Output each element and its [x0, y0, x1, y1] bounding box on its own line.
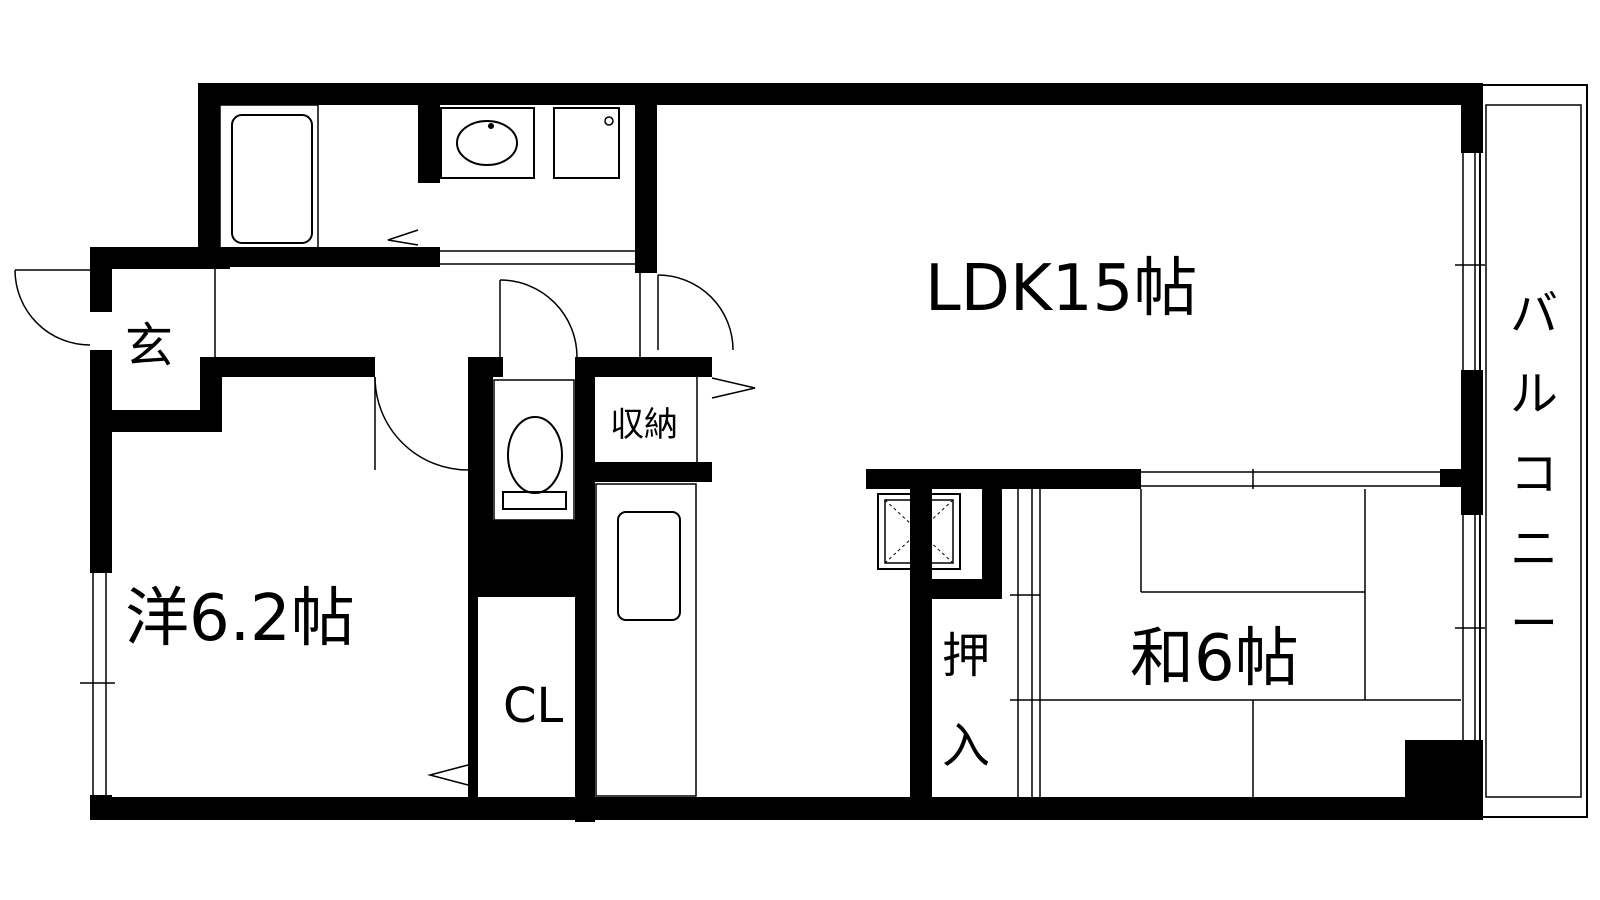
balcony-label-char: バ: [1510, 286, 1558, 342]
kitchen-counter: [595, 483, 697, 797]
washing-machine: [553, 107, 620, 179]
walls: [90, 83, 1483, 822]
balcony-label-char: コ: [1510, 446, 1558, 502]
ldk-label: LDK15帖: [925, 252, 1197, 326]
bathtub: [231, 114, 313, 244]
oshiire-label-bottom: 入: [942, 718, 990, 774]
pipe-space: [877, 493, 961, 570]
tatami-lines: [1031, 489, 1461, 797]
western-room-label: 洋6.2帖: [125, 582, 355, 656]
japanese-room-label: 和6帖: [1130, 622, 1299, 696]
doors: [14, 229, 756, 786]
oshiire-label-top: 押: [942, 628, 990, 684]
balcony-label: バ ル コ ニ ー: [1510, 286, 1558, 652]
windows: [80, 153, 1485, 797]
storage-label: 収納: [610, 405, 678, 445]
toilet: [507, 416, 563, 494]
fixtures: [219, 104, 1461, 797]
balcony-label-char: ニ: [1510, 521, 1558, 577]
balcony-label-char: ル: [1510, 366, 1558, 422]
entrance-label: 玄: [125, 318, 173, 374]
wash-basin: [440, 107, 535, 179]
closet-label: CL: [503, 678, 564, 734]
balcony-label-char: ー: [1510, 596, 1558, 652]
